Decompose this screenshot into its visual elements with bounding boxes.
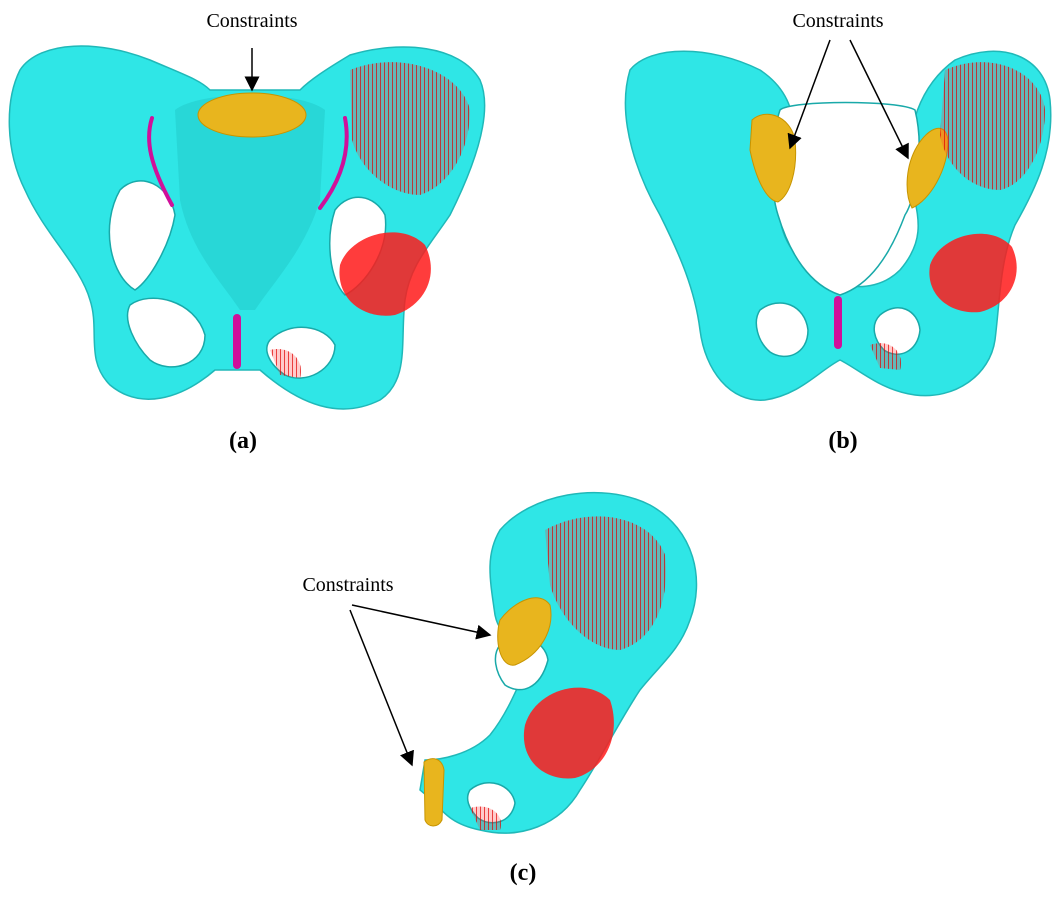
pelvis-without-sacrum-model [625,51,1050,400]
annotation-arrow-c-bottom [350,610,412,765]
panel-b: Constraints (b) [625,10,1050,454]
panel-label-a: (a) [229,428,257,454]
constraint-region-symphysis-c [424,759,444,826]
annotation-label-c: Constraints [302,574,393,596]
pelvis-full-model [9,46,484,409]
annotation-arrow-c-top [352,605,490,635]
panel-a: Constraints (a) [9,10,484,454]
panel-label-b: (b) [828,428,857,454]
annotation-label-b: Constraints [792,10,883,32]
panel-c: Constraints (c) [302,493,696,886]
constraint-region-sacrum [198,93,306,137]
panel-label-c: (c) [510,860,537,886]
hemipelvis-model [420,493,697,833]
annotation-label-a: Constraints [206,10,297,32]
